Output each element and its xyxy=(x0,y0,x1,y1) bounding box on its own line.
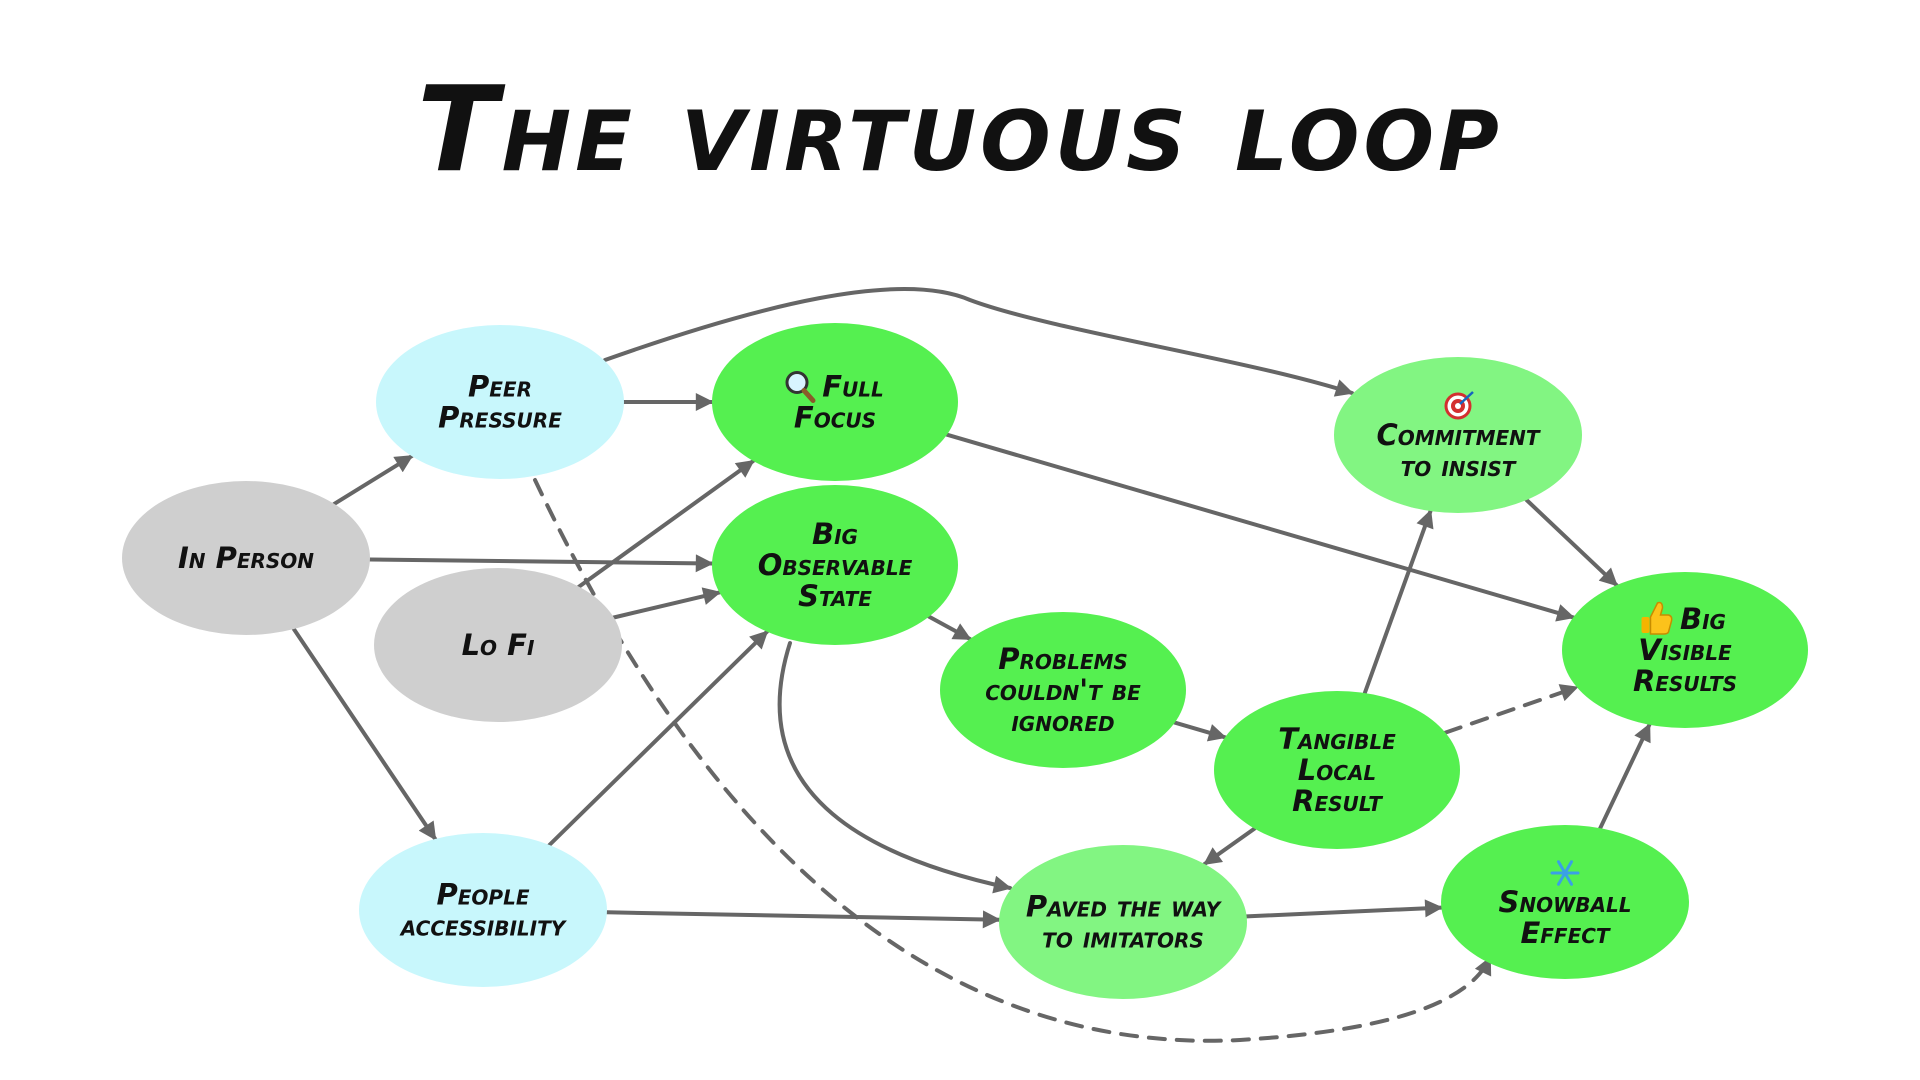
node-full-focus-shape xyxy=(712,323,958,481)
node-commitment-label-line: to insist xyxy=(1401,449,1517,483)
magnifier-icon xyxy=(785,371,816,403)
node-problems-label-line: ignored xyxy=(1011,704,1114,738)
node-snowball-label-line: Snowball xyxy=(1499,885,1632,919)
node-tangible-label-line: Result xyxy=(1292,784,1383,818)
edge-tangible-to-commitment xyxy=(1362,509,1434,695)
node-in-person-shape xyxy=(122,481,370,635)
node-big-visible-shape xyxy=(1562,572,1808,728)
node-problems-label-line: couldn't be xyxy=(985,673,1141,707)
node-peer-pressure-label-line: Peer xyxy=(468,370,532,404)
node-big-observable-shape xyxy=(712,485,958,645)
edge-in-person-to-big-observable xyxy=(368,554,714,573)
edge-big-observable-to-paved xyxy=(777,641,1012,894)
edge-in-person-to-people-access xyxy=(291,627,438,841)
node-lo-fi-label-line: Lo Fi xyxy=(462,628,535,662)
node-paved-shape xyxy=(999,845,1247,999)
node-paved-label-line: to imitators xyxy=(1042,921,1204,955)
diagram-title: The virtuous loop xyxy=(417,60,1503,198)
edge-peer-pressure-to-snowball xyxy=(533,478,1492,1043)
edge-full-focus-to-big-visible xyxy=(945,432,1576,622)
target-icon xyxy=(1444,391,1474,420)
edge-tangible-to-big-visible xyxy=(1443,684,1579,735)
node-lo-fi: Lo Fi xyxy=(374,568,622,722)
edge-people-access-to-big-observable xyxy=(547,629,769,847)
snowflake-icon xyxy=(1550,860,1580,886)
edge-snowball-to-big-visible xyxy=(1598,722,1652,831)
node-tangible-label-line: Tangible xyxy=(1278,722,1396,756)
node-lo-fi-shape xyxy=(374,568,622,722)
node-peer-pressure-label-line: Pressure xyxy=(438,401,562,435)
node-problems-shape xyxy=(940,612,1186,768)
node-peer-pressure-shape xyxy=(376,325,624,479)
node-snowball-shape xyxy=(1441,825,1689,979)
node-big-observable-label-line: Big xyxy=(812,517,858,551)
node-in-person: In Person xyxy=(122,481,370,635)
node-big-visible-label-line: Results xyxy=(1633,664,1737,698)
node-commitment-label-line: Commitment xyxy=(1376,418,1540,452)
node-snowball-label-line: Effect xyxy=(1520,916,1610,950)
edge-paved-to-snowball xyxy=(1244,899,1444,919)
node-in-person-label-line: In Person xyxy=(178,541,314,575)
node-commitment-shape xyxy=(1334,357,1582,513)
edge-lo-fi-to-big-observable xyxy=(611,587,722,620)
edge-problems-to-tangible xyxy=(1172,720,1227,742)
node-big-observable-label-line: State xyxy=(798,579,872,613)
node-big-observable-label-line: Observable xyxy=(758,548,913,582)
edge-peer-pressure-to-commitment xyxy=(603,286,1354,397)
edge-tangible-to-paved xyxy=(1202,826,1257,866)
edge-people-access-to-paved xyxy=(604,910,1002,929)
node-paved-label-line: Paved the way xyxy=(1026,890,1223,924)
node-people-access-shape xyxy=(359,833,607,987)
edge-layer xyxy=(291,286,1652,1043)
node-full-focus-label-line: Full xyxy=(822,370,884,404)
thumbs-up-icon xyxy=(1641,601,1673,635)
node-tangible-shape xyxy=(1214,691,1460,849)
edge-commitment-to-big-visible xyxy=(1524,498,1619,588)
node-full-focus-label-line: Focus xyxy=(794,401,876,435)
node-tangible-label-line: Local xyxy=(1298,753,1376,787)
node-people-access-label-line: People xyxy=(437,878,530,912)
edge-in-person-to-peer-pressure xyxy=(332,454,414,506)
node-problems-label-line: Problems xyxy=(998,642,1128,676)
edge-big-observable-to-problems xyxy=(927,614,972,641)
node-big-visible-label-line: Visible xyxy=(1638,633,1732,667)
node-big-visible-label-line: Big xyxy=(1680,602,1726,636)
edge-lo-fi-to-full-focus xyxy=(576,459,756,589)
node-people-access-label-line: accessibility xyxy=(399,909,568,943)
